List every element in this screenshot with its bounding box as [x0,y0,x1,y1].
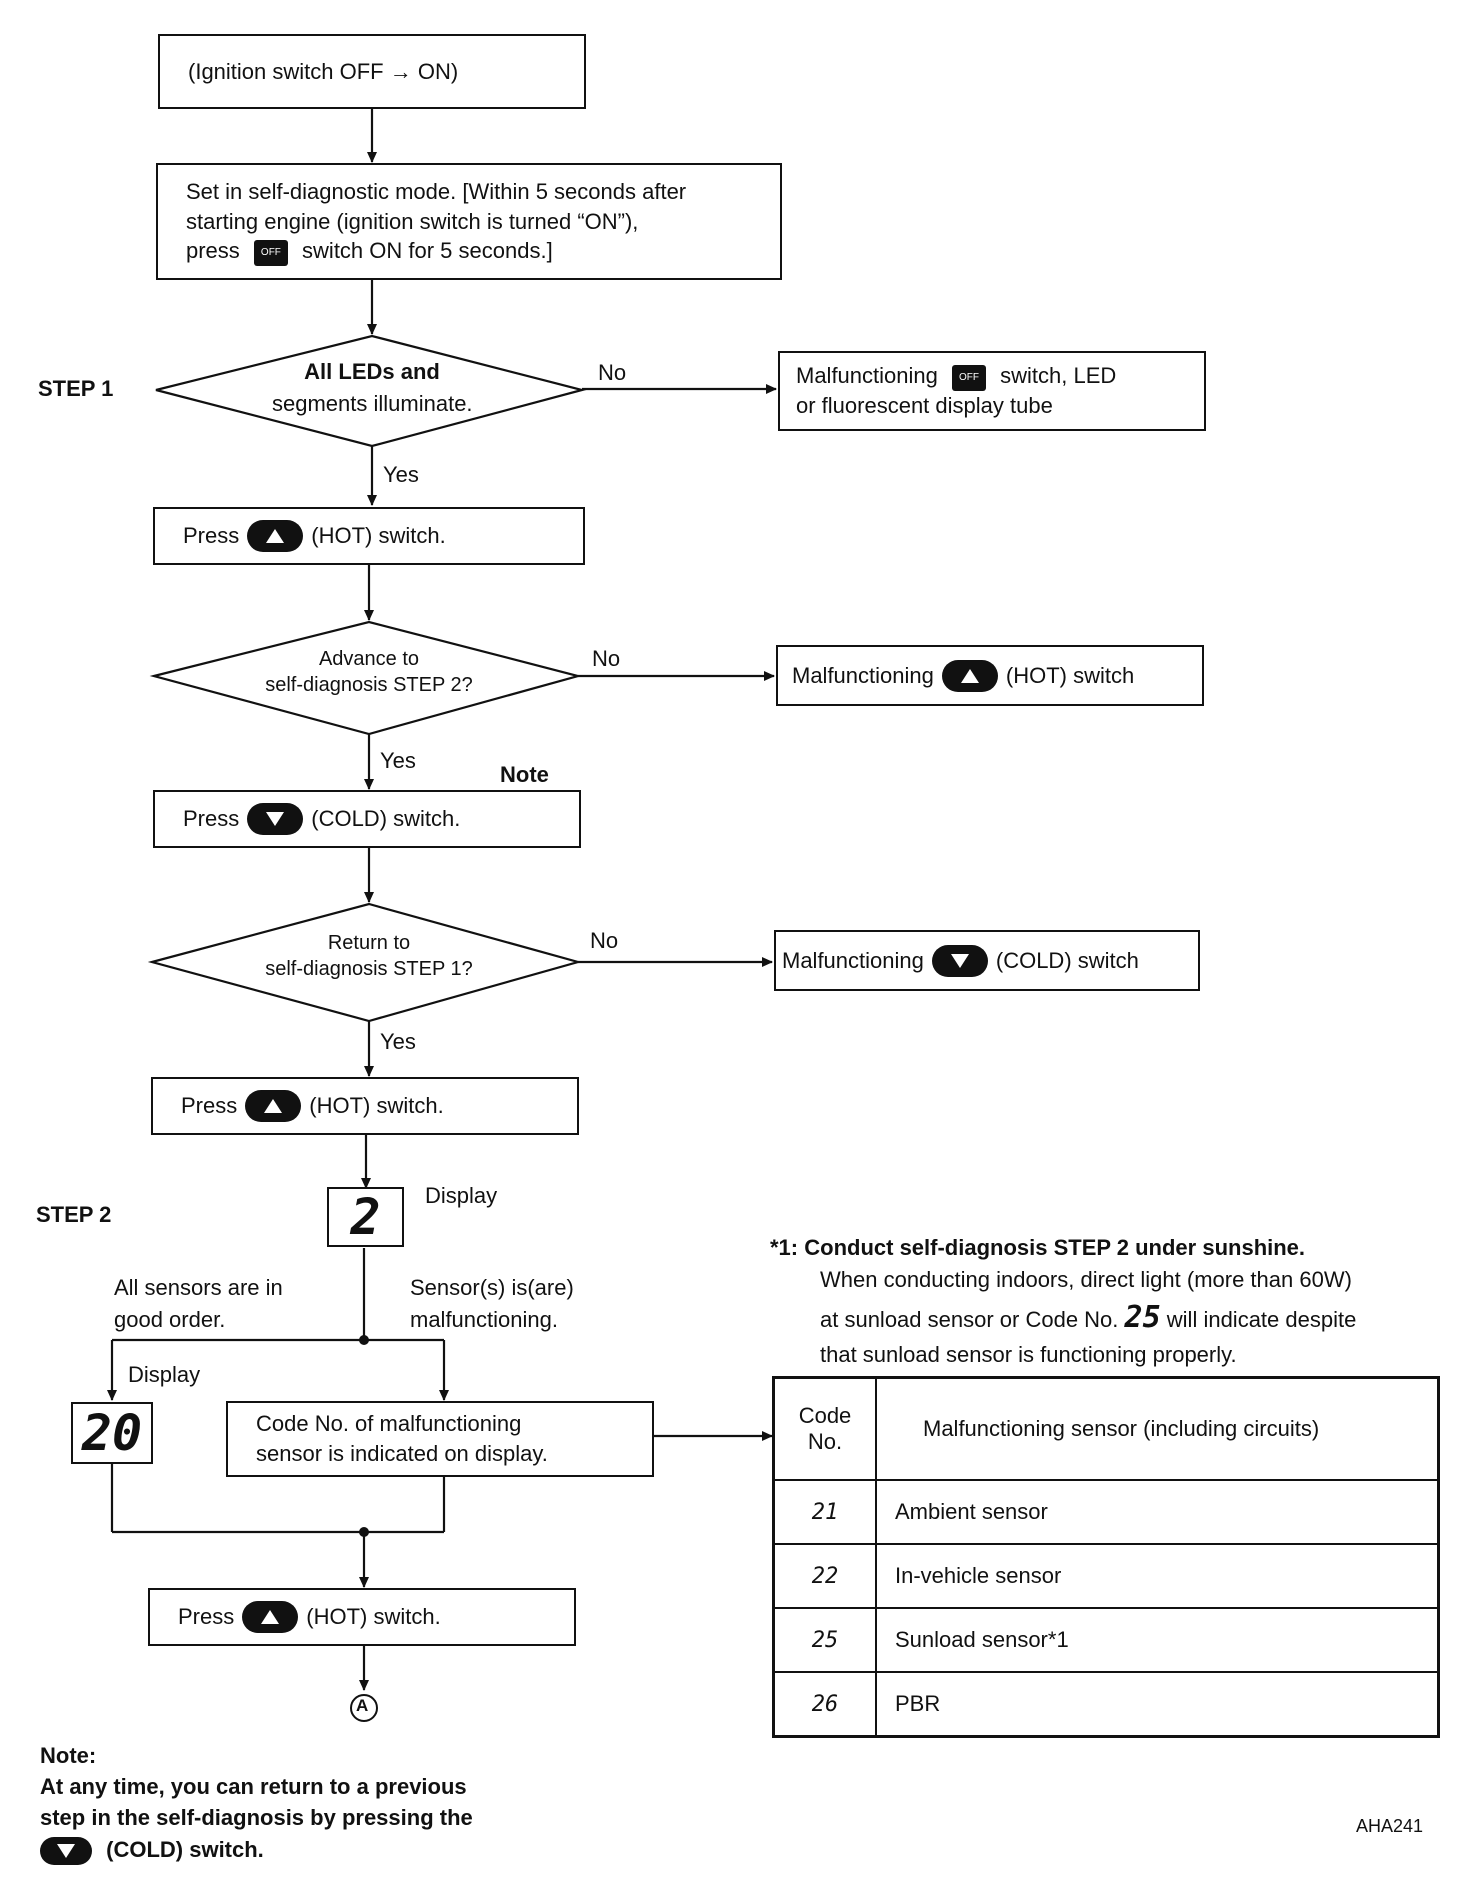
display-step2: 2 [327,1187,404,1247]
hot-up-arrow-icon [247,520,304,552]
note-block: Note: At any time, you can return to a p… [40,1740,473,1865]
code-cell: 21 [772,1479,877,1545]
display-code-20: 20 [71,1402,153,1464]
table-row: 22 In-vehicle sensor [772,1543,1440,1609]
decision2-no-label: No [592,646,621,671]
start-box: (Ignition switch OFF → ON) [158,34,586,109]
decision3-text: Return to self-diagnosis STEP 1? [265,932,473,980]
decision2-text: Advance to self-diagnosis STEP 2? [265,648,473,696]
note-reference-label: Note [500,762,549,787]
sensor-cell: PBR [875,1671,1440,1738]
malfunction-off-switch-box: Malfunctioning OFF switch, LED or fluore… [778,351,1206,431]
press-hot-box-1: Press (HOT) switch. [153,507,585,565]
sensor-cell: Ambient sensor [875,1479,1440,1545]
table-row: 21 Ambient sensor [772,1479,1440,1545]
decision1-yes-label: Yes [383,462,419,487]
code-table-header: Code No. Malfunctioning sensor (includin… [772,1376,1440,1481]
malfunction-cold-switch-box: Malfunctioning (COLD) switch [774,930,1200,991]
decision3-diamond [147,902,583,1023]
table-row: 26 PBR [772,1671,1440,1738]
sensors-ok-text: All sensors are in good order. [114,1275,283,1332]
selfdiag-box: Set in self-diagnostic mode. [Within 5 s… [156,163,782,280]
display-label-ok: Display [128,1362,201,1387]
malfunction-hot-switch-box: Malfunctioning (HOT) switch [776,645,1204,706]
hot-up-arrow-icon [242,1601,299,1633]
press-hot-box-3: Press (HOT) switch. [148,1588,576,1646]
footnote-line1: Conduct self-diagnosis STEP 2 under suns… [804,1235,1306,1260]
decision1-text: All LEDs and segments illuminate. [272,359,473,416]
code-cell: 25 [772,1607,877,1673]
selfdiag-line1: Set in self-diagnostic mode. [Within 5 s… [186,178,687,204]
sensor-header: Malfunctioning sensor (including circuit… [875,1376,1440,1481]
footnote-code-25: 25 [1124,1299,1161,1335]
sensor-cell: In-vehicle sensor [875,1543,1440,1609]
table-row: 25 Sunload sensor*1 [772,1607,1440,1673]
display-label-step2: Display [425,1183,498,1208]
off-switch-icon: OFF [952,364,986,391]
code-indicated-box: Code No. of malfunctioning sensor is ind… [226,1401,654,1477]
off-switch-icon: OFF [253,239,288,266]
connector-a-label: A [356,1696,369,1715]
code-table: Code No. Malfunctioning sensor (includin… [772,1376,1440,1738]
code-cell: 26 [772,1671,877,1738]
figure-id: AHA241 [1356,1816,1424,1836]
hot-up-arrow-icon [941,659,998,692]
press-hot-box-2: Press (HOT) switch. [151,1077,579,1135]
decision1-no-label: No [598,360,627,385]
decision2-diamond [149,620,583,736]
selfdiag-line3: press OFF switch ON for 5 seconds.] [186,236,686,266]
footnote-marker: *1: [770,1235,799,1260]
footnote-sunload: *1: Conduct self-diagnosis STEP 2 under … [770,1235,1357,1368]
step2-label: STEP 2 [36,1202,112,1227]
cold-down-arrow-icon [247,803,304,835]
selfdiag-line2: starting engine (ignition switch is turn… [186,208,639,234]
start-box-text: (Ignition switch OFF → ON) [188,58,459,84]
step1-label: STEP 1 [38,376,114,401]
decision3-no-label: No [590,928,619,953]
cold-down-arrow-icon [40,1836,92,1865]
press-cold-box: Press (COLD) switch. [153,790,581,848]
decision2-yes-label: Yes [380,748,416,773]
sensor-cell: Sunload sensor*1 [875,1607,1440,1673]
decision3-yes-label: Yes [380,1029,416,1054]
hot-up-arrow-icon [245,1090,302,1122]
note-title: Note: [40,1743,97,1768]
sensors-bad-text: Sensor(s) is(are) malfunctioning. [410,1275,574,1332]
connector-a-circle [350,1694,378,1722]
decision1-diamond [155,334,587,448]
code-header: Code No. [772,1376,877,1481]
cold-down-arrow-icon [931,944,988,977]
code-cell: 22 [772,1543,877,1609]
